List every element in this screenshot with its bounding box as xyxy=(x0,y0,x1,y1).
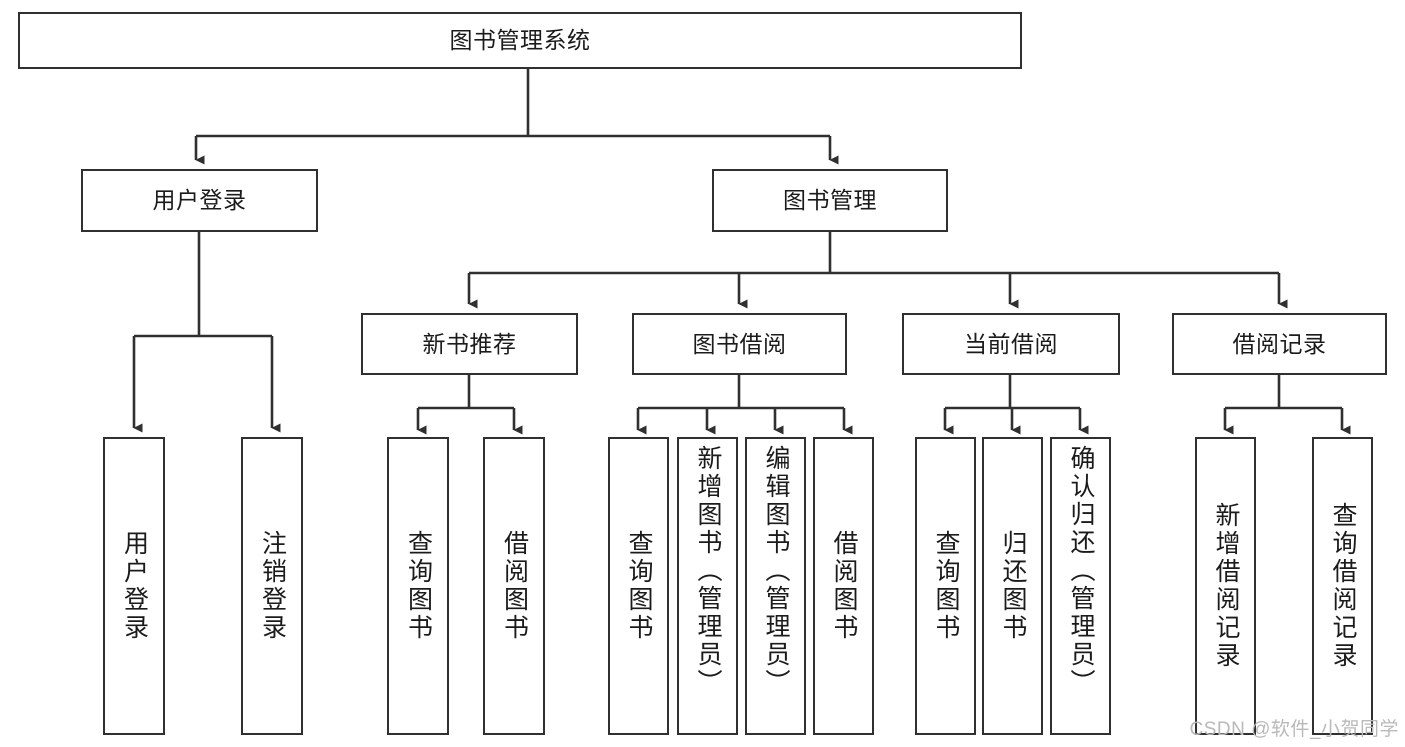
node-leaf-borrow-book-label: 借阅图书 xyxy=(830,530,858,642)
node-leaf-confirm-return[interactable]: 确认归还（管理员） xyxy=(1050,437,1111,735)
node-user-login[interactable]: 用户登录 xyxy=(81,169,318,232)
node-leaf-query-book-cur-label: 查询图书 xyxy=(932,530,960,642)
node-leaf-edit-book[interactable]: 编辑图书（管理员） xyxy=(745,437,806,735)
watermark-text: CSDN @软件_小贺同学 xyxy=(1189,719,1399,740)
node-leaf-borrow-book[interactable]: 借阅图书 xyxy=(813,437,874,735)
node-leaf-return-book-label: 归还图书 xyxy=(999,530,1027,642)
node-leaf-user-login-label: 用户登录 xyxy=(120,530,149,642)
node-user-login-label: 用户登录 xyxy=(152,187,247,214)
node-leaf-query-book-borrow[interactable]: 查询图书 xyxy=(608,437,669,735)
node-leaf-user-logout-label: 注销登录 xyxy=(258,530,287,642)
node-book-borrow[interactable]: 图书借阅 xyxy=(632,313,847,375)
node-leaf-return-book[interactable]: 归还图书 xyxy=(982,437,1043,735)
node-borrow-record-label: 借阅记录 xyxy=(1232,330,1327,357)
node-leaf-user-login[interactable]: 用户登录 xyxy=(103,437,165,735)
node-leaf-add-book[interactable]: 新增图书（管理员） xyxy=(677,437,738,735)
node-leaf-query-record[interactable]: 查询借阅记录 xyxy=(1312,437,1373,735)
node-borrow-record[interactable]: 借阅记录 xyxy=(1172,313,1387,375)
node-leaf-add-record[interactable]: 新增借阅记录 xyxy=(1195,437,1256,735)
node-new-book-recommend[interactable]: 新书推荐 xyxy=(361,313,578,375)
node-leaf-query-book-rec[interactable]: 查询图书 xyxy=(387,437,449,735)
node-book-manage[interactable]: 图书管理 xyxy=(712,169,948,232)
node-leaf-confirm-return-label: 确认归还（管理员） xyxy=(1067,445,1095,697)
node-leaf-borrow-book-rec-label: 借阅图书 xyxy=(500,530,529,642)
node-leaf-edit-book-label: 编辑图书（管理员） xyxy=(762,445,790,697)
node-current-borrow-label: 当前借阅 xyxy=(964,330,1058,357)
node-leaf-add-record-label: 新增借阅记录 xyxy=(1212,502,1240,670)
node-current-borrow[interactable]: 当前借阅 xyxy=(902,313,1120,375)
node-leaf-add-book-label: 新增图书（管理员） xyxy=(694,445,722,697)
node-leaf-query-book-borrow-label: 查询图书 xyxy=(625,530,653,642)
node-root[interactable]: 图书管理系统 xyxy=(18,12,1022,69)
node-book-borrow-label: 图书借阅 xyxy=(692,330,787,357)
node-leaf-query-book-rec-label: 查询图书 xyxy=(404,530,433,642)
node-root-label: 图书管理系统 xyxy=(449,27,591,54)
node-leaf-user-logout[interactable]: 注销登录 xyxy=(241,437,303,735)
node-leaf-query-record-label: 查询借阅记录 xyxy=(1329,502,1357,670)
node-leaf-borrow-book-rec[interactable]: 借阅图书 xyxy=(483,437,545,735)
node-book-manage-label: 图书管理 xyxy=(783,187,877,214)
node-leaf-query-book-cur[interactable]: 查询图书 xyxy=(915,437,976,735)
node-new-book-recommend-label: 新书推荐 xyxy=(422,330,517,357)
